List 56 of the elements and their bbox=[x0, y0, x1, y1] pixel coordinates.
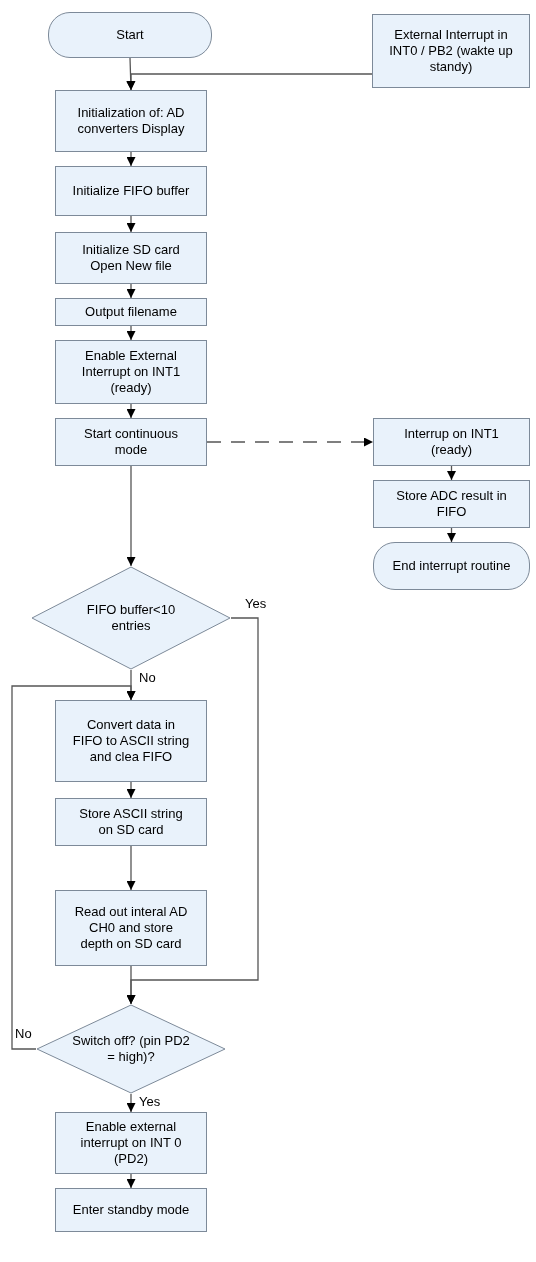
edge-label: No bbox=[14, 1026, 33, 1041]
node-text: Read out interal AD CH0 and store depth on SD card bbox=[73, 904, 189, 952]
arrow bbox=[126, 325, 136, 341]
arrow bbox=[126, 1173, 136, 1189]
terminal-box bbox=[48, 12, 212, 58]
node-text: Initialize FIFO buffer bbox=[71, 183, 191, 199]
process-box bbox=[373, 418, 530, 466]
node-text: Output filename bbox=[84, 304, 178, 320]
node-text: Convert data in FIFO to ASCII string and clea FIFO bbox=[71, 717, 191, 765]
process-box bbox=[55, 232, 207, 284]
arrow bbox=[126, 73, 373, 91]
process-box bbox=[55, 1188, 207, 1232]
arrow bbox=[126, 215, 136, 233]
process-box bbox=[55, 798, 207, 846]
node-text: Initialization of: AD converters Display bbox=[76, 105, 186, 137]
arrow bbox=[126, 781, 136, 799]
process-box bbox=[373, 480, 530, 528]
arrow bbox=[447, 465, 456, 481]
decision-diamond bbox=[31, 566, 231, 670]
node-text: Store ASCII string on SD card bbox=[78, 806, 184, 838]
process-box bbox=[372, 14, 530, 88]
node-text: End interrupt routine bbox=[391, 558, 512, 574]
arrow bbox=[126, 151, 136, 167]
arrow bbox=[126, 403, 136, 419]
process-box bbox=[55, 298, 207, 326]
edge-label: No bbox=[138, 670, 157, 685]
process-box bbox=[55, 90, 207, 152]
node-text: Enable external interrupt on INT 0 (PD2) bbox=[79, 1119, 183, 1167]
process-box bbox=[55, 166, 207, 216]
edge-label: Yes bbox=[244, 596, 268, 611]
node-text: FIFO buffer<10 entries bbox=[85, 602, 177, 634]
arrow bbox=[126, 1093, 136, 1113]
process-box bbox=[55, 1112, 207, 1174]
node-text: Start continuous mode bbox=[83, 426, 179, 458]
node-text: External Interrupt in INT0 / PB2 (wakte up standy) bbox=[388, 27, 514, 75]
terminal-box bbox=[373, 542, 530, 590]
node-text: Store ADC result in FIFO bbox=[395, 488, 508, 520]
node-text: Enter standby mode bbox=[71, 1202, 191, 1218]
arrow bbox=[126, 965, 136, 1005]
arrow bbox=[126, 465, 136, 567]
arrow bbox=[126, 283, 136, 299]
edge-label: Yes bbox=[138, 1094, 162, 1109]
arrow bbox=[447, 527, 456, 543]
arrow bbox=[126, 845, 136, 891]
process-box bbox=[55, 340, 207, 404]
decision-diamond bbox=[36, 1004, 226, 1094]
process-box bbox=[55, 890, 207, 966]
arrow bbox=[11, 685, 136, 1050]
process-box bbox=[55, 418, 207, 466]
node-text: Switch off? (pin PD2 = high)? bbox=[71, 1033, 191, 1065]
process-box bbox=[55, 700, 207, 782]
node-text: Interrup on INT1 (ready) bbox=[403, 426, 500, 458]
node-text: Initialize SD card Open New file bbox=[81, 242, 181, 274]
node-text: Start bbox=[115, 27, 145, 43]
node-text: Enable External Interrupt on INT1 (ready) bbox=[80, 348, 182, 396]
arrow bbox=[206, 437, 374, 447]
